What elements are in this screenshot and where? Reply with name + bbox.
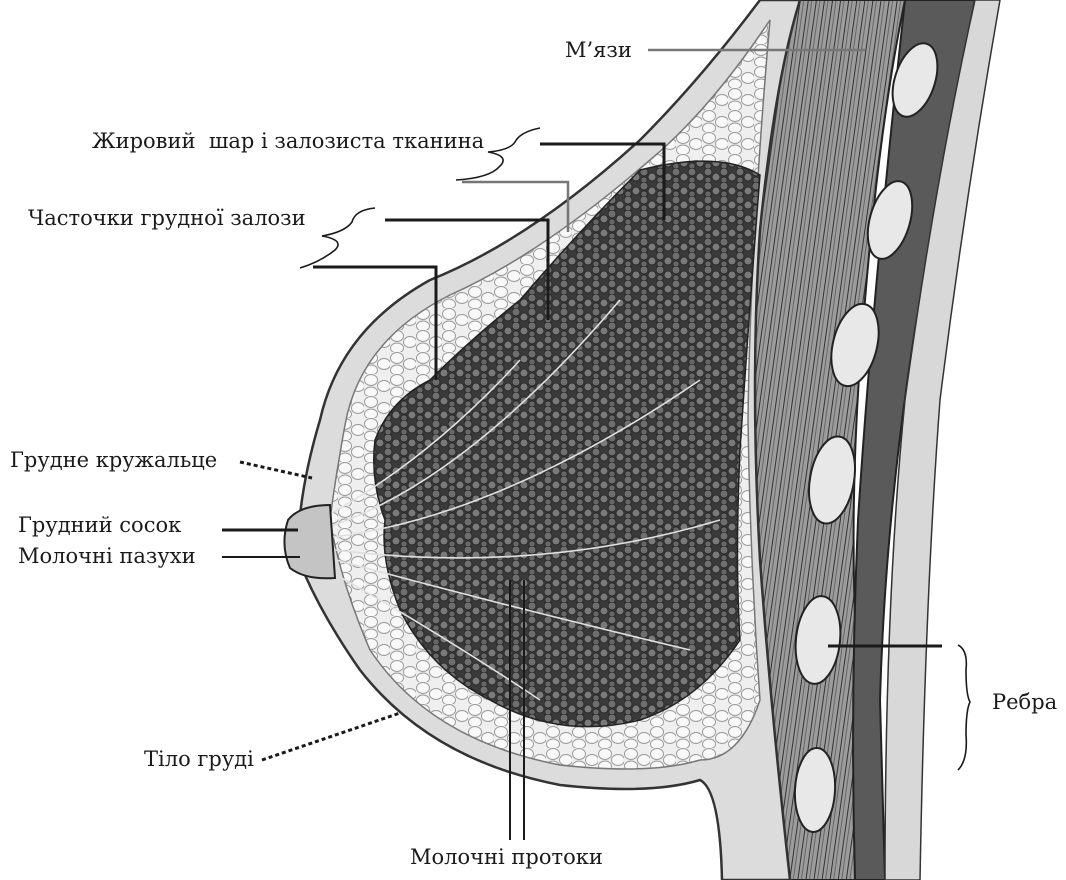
nipple-label: Грудний сосок (18, 513, 181, 537)
nipple-shape (284, 505, 335, 578)
lobules-brace (300, 208, 375, 268)
breast-body-label: Тіло груді (144, 747, 254, 771)
milk-ducts-label: Молочні протоки (410, 845, 603, 869)
muscles-label: М’язи (565, 38, 632, 62)
fat-layer-label: Жировий шар і залозиста тканина (92, 129, 484, 153)
areola-label: Грудне кружальце (10, 448, 217, 472)
ribs-brace (958, 645, 970, 770)
milk-sinuses-label: Молочні пазухи (18, 544, 196, 568)
ribs-label: Ребра (992, 690, 1057, 714)
lobules-label: Часточки грудної залози (28, 206, 306, 230)
chest-wall (755, 0, 1000, 880)
areola-leader (240, 462, 312, 478)
breast-body-leader (262, 713, 400, 760)
